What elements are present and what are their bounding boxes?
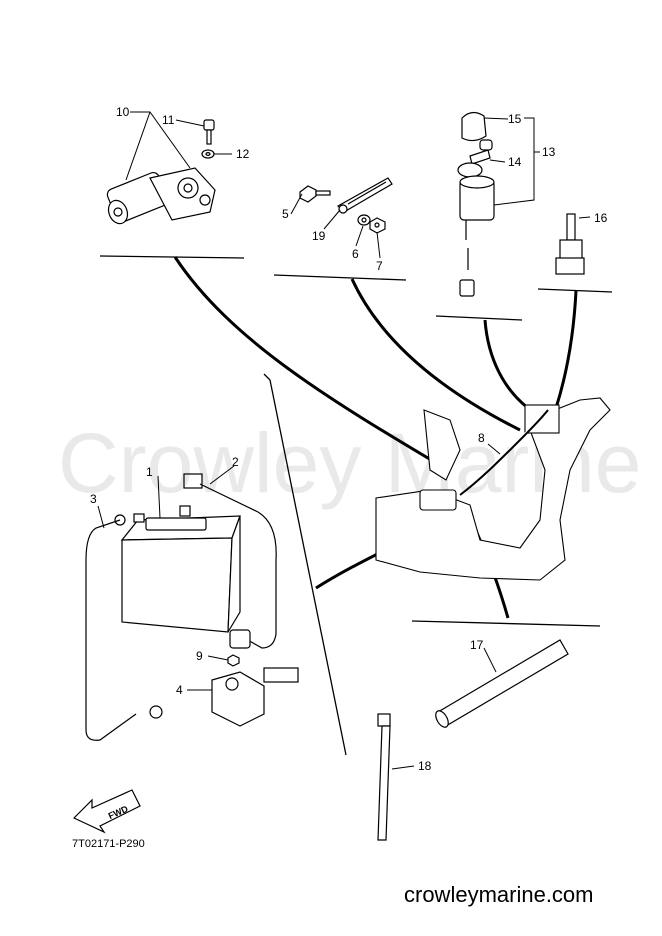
switch-16-part — [555, 213, 585, 275]
corrugated-tube-part — [435, 639, 569, 728]
callout-13: 13 — [542, 145, 556, 159]
callout-7: 7 — [376, 259, 383, 273]
drawing-code: 7T02171-P290 — [72, 838, 145, 850]
engine-outline — [375, 397, 611, 581]
group-bracket-lines — [99, 255, 613, 756]
callout-14: 14 — [508, 155, 522, 169]
callout-8: 8 — [478, 431, 485, 445]
stop-switch-parts — [299, 177, 393, 234]
callout-leader-lines — [97, 111, 591, 770]
website-label: crowleymarine.com — [404, 882, 594, 907]
callout-19: 19 — [312, 229, 326, 243]
callout-2: 2 — [232, 455, 239, 469]
callout-numbers: 1 2 3 4 5 6 7 8 9 10 11 12 13 14 15 16 1… — [90, 105, 608, 773]
callout-9: 9 — [196, 649, 203, 663]
battery-cables — [85, 473, 277, 741]
callout-3: 3 — [90, 492, 97, 506]
cable-tie-part — [377, 713, 391, 841]
battery-part — [120, 505, 241, 633]
callout-18: 18 — [418, 759, 432, 773]
callout-11: 11 — [162, 113, 175, 127]
starter-relay-part — [211, 629, 299, 727]
callout-6: 6 — [352, 247, 359, 261]
callout-10: 10 — [116, 105, 130, 119]
callout-17: 17 — [470, 638, 484, 652]
callout-16: 16 — [594, 211, 608, 225]
callout-4: 4 — [176, 683, 183, 697]
bolt-11-part — [203, 119, 215, 145]
callout-12: 12 — [236, 147, 250, 161]
callout-1: 1 — [146, 465, 153, 479]
main-switch-part — [457, 111, 495, 297]
callout-5: 5 — [282, 207, 289, 221]
starter-motor-part — [106, 167, 216, 225]
fwd-arrow-icon: FWD — [72, 789, 141, 834]
callout-15: 15 — [508, 112, 522, 126]
washer-12-part — [201, 149, 215, 159]
